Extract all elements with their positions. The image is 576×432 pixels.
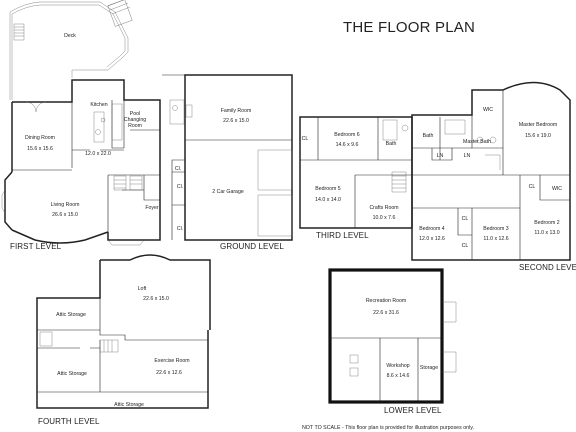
third-level-title: THIRD LEVEL xyxy=(316,231,369,240)
first-level-plan: Deck Dining Room 15.6 x 15.6 Kitchen 12.… xyxy=(1,0,161,251)
bedroom5-label: Bedroom 5 xyxy=(315,186,340,192)
family-room-label: Family Room xyxy=(221,108,252,114)
loft-dims: 22.6 x 15.0 xyxy=(143,296,169,302)
second-level-plan: WIC Master Bedroom 15.6 x 19.0 Bath Mast… xyxy=(411,81,576,272)
third-level-plan: Bedroom 6 14.6 x 9.6 CL Bath Bedroom 5 1… xyxy=(299,116,413,240)
bedroom6-dims: 14.6 x 9.6 xyxy=(336,142,359,148)
living-room-label: Living Room xyxy=(51,202,80,208)
crafts-room-dims: 10.0 x 7.6 xyxy=(373,215,396,221)
attic-storage-label-1: Attic Storage xyxy=(56,312,86,318)
crafts-room-label: Crafts Room xyxy=(369,205,398,211)
ground-level-plan: Family Room 22.6 x 15.0 2 Car Garage Cl.… xyxy=(162,74,293,251)
lower-level-title: LOWER LEVEL xyxy=(384,406,442,415)
ground-closet-label-1: Cl. xyxy=(175,166,181,172)
pool-changing-label-line2: Changing xyxy=(124,117,146,123)
pool-changing-label-line3: Room xyxy=(128,123,142,129)
storage-label: Storage xyxy=(420,365,438,371)
living-room-dims: 26.6 x 15.0 xyxy=(52,212,78,218)
linen-label-2: LN xyxy=(464,153,471,159)
pool-changing-label-line1: Pool xyxy=(130,111,140,117)
exercise-room-label: Exercise Room xyxy=(154,358,189,364)
disclaimer-note: NOT TO SCALE - This floor plan is provid… xyxy=(302,425,474,431)
bedroom2-label: Bedroom 2 xyxy=(534,220,559,226)
garage-label: 2 Car Garage xyxy=(212,189,244,195)
kitchen-dims: 12.0 x 22.0 xyxy=(85,151,111,157)
deck-stairs xyxy=(13,0,133,41)
recreation-room-dims: 22.6 x 31.6 xyxy=(373,310,399,316)
linen-label-1: LN xyxy=(437,153,444,159)
attic-storage-label-2: Attic Storage xyxy=(57,371,87,377)
fourth-level-title: FOURTH LEVEL xyxy=(38,417,100,426)
bedroom4-dims: 12.0 x 12.6 xyxy=(419,236,445,242)
third-closet-label: CL xyxy=(302,136,309,142)
deck-label: Deck xyxy=(64,33,76,39)
second-level-title: SECOND LEVEL xyxy=(519,263,576,272)
wic-label-1: WIC xyxy=(483,107,493,113)
fourth-level-plan: Loft 22.6 x 15.0 Attic Storage Attic Sto… xyxy=(36,254,211,426)
plan-title: THE FLOOR PLAN xyxy=(343,19,475,36)
bedroom6-label: Bedroom 6 xyxy=(334,132,359,138)
master-bath-label: Master Bath xyxy=(463,139,491,145)
workshop-dims: 8.6 x 14.6 xyxy=(387,373,410,379)
second-closet-label-1: CL xyxy=(529,184,536,190)
ground-closet-label-3: Cl. xyxy=(177,226,183,232)
dining-room-label: Dining Room xyxy=(25,135,55,141)
kitchen-label: Kitchen xyxy=(90,102,107,108)
recreation-room-label: Recreation Room xyxy=(366,298,406,304)
ground-closet-label-2: Cl. xyxy=(177,184,183,190)
bedroom5-dims: 14.0 x 14.0 xyxy=(315,197,341,203)
second-closet-label-2: CL xyxy=(462,216,469,222)
bedroom3-dims: 11.0 x 12.6 xyxy=(483,236,508,242)
exercise-room-dims: 22.6 x 12.6 xyxy=(156,370,182,376)
master-bedroom-label: Master Bedroom xyxy=(519,122,557,128)
dining-room-dims: 15.6 x 15.6 xyxy=(27,146,53,152)
ground-level-title: GROUND LEVEL xyxy=(220,242,284,251)
bedroom4-label: Bedroom 4 xyxy=(419,226,444,232)
bedroom2-dims: 11.0 x 13.0 xyxy=(534,230,559,236)
loft-label: Loft xyxy=(138,286,147,292)
attic-storage-label-3: Attic Storage xyxy=(114,402,144,408)
workshop-label: Workshop xyxy=(386,363,409,369)
second-bath-label: Bath xyxy=(423,133,434,139)
bedroom3-label: Bedroom 3 xyxy=(483,226,508,232)
third-bath-label: Bath xyxy=(386,141,397,147)
lower-level-plan: Recreation Room 22.6 x 31.6 Workshop 8.6… xyxy=(328,268,457,415)
first-level-title: FIRST LEVEL xyxy=(10,242,62,251)
wic-label-2: WIC xyxy=(552,186,562,192)
master-bedroom-dims: 15.6 x 19.0 xyxy=(525,133,551,139)
family-room-dims: 22.6 x 15.0 xyxy=(223,118,249,124)
second-closet-label-3: CL xyxy=(462,243,469,249)
foyer-label: Foyer xyxy=(145,205,159,211)
first-level-stairs xyxy=(113,175,143,191)
